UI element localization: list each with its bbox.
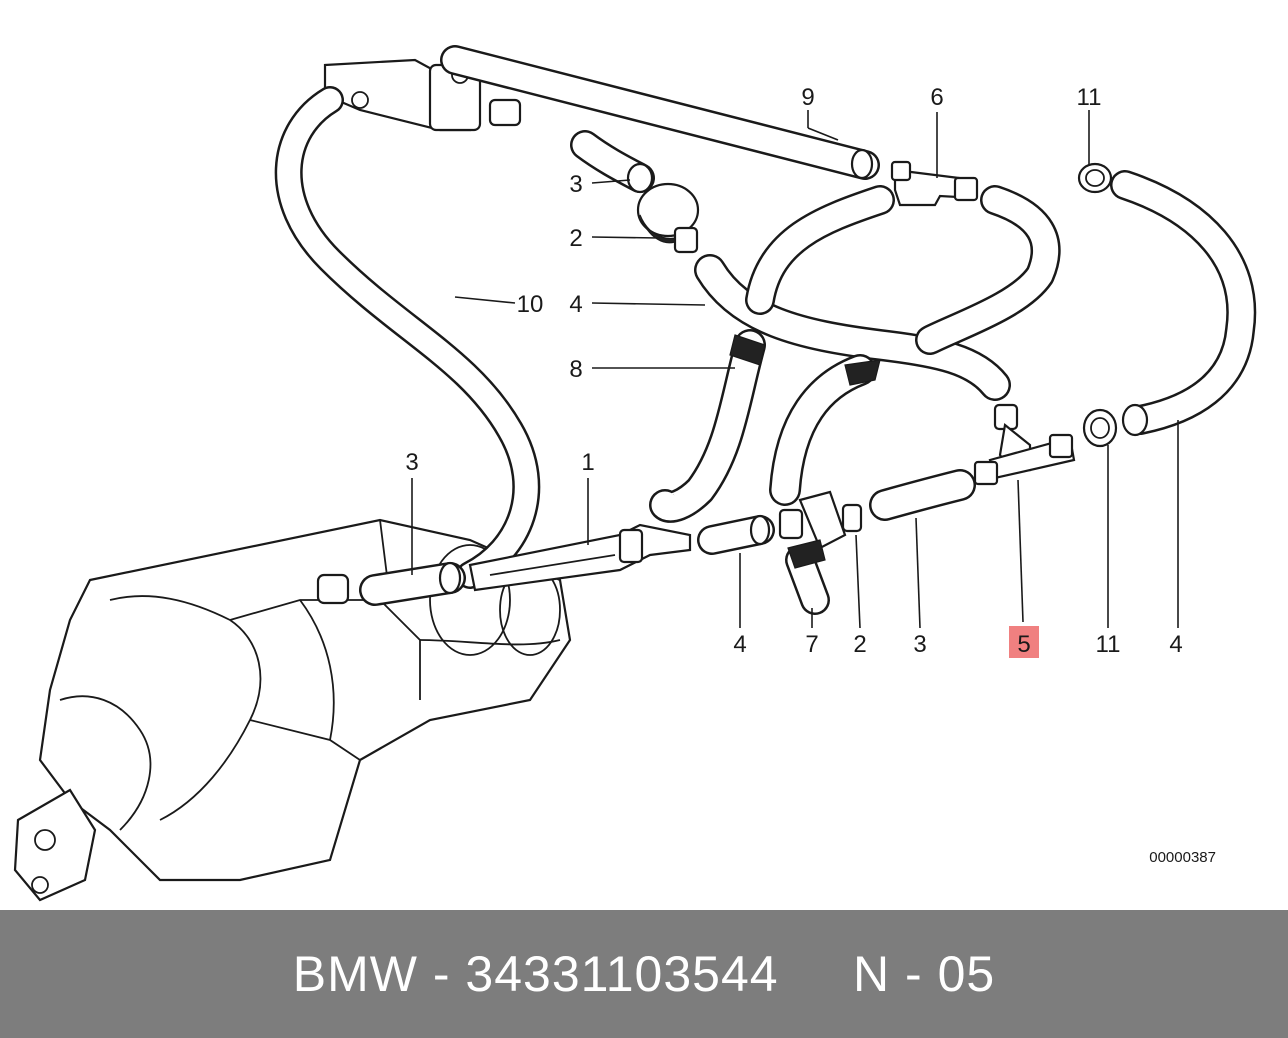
hose-7 [785, 539, 830, 615]
part-number-text: BMW - 34331103544 N - 05 [292, 946, 996, 1002]
callout-1: 1 [581, 449, 594, 476]
drawing-code: 00000387 [1149, 849, 1216, 866]
callout-11-top: 11 [1077, 84, 1102, 111]
callout-8: 8 [569, 356, 582, 383]
t-piece-5 [973, 403, 1076, 486]
hose-9 [440, 45, 880, 180]
hose-6-branch [745, 185, 1061, 355]
callout-labels: 9 6 11 3 2 10 4 8 3 1 4 7 2 3 5 11 4 [405, 84, 1182, 658]
check-valve-2-top [636, 182, 700, 254]
callout-10: 10 [517, 291, 544, 318]
hose-10 [274, 86, 541, 589]
part-number-banner: BMW - 34331103544 N - 05 [0, 910, 1288, 1038]
check-valve-2-lower [778, 490, 863, 550]
hose-4-right [1110, 170, 1257, 437]
callout-6: 6 [930, 84, 943, 111]
hose-8 [649, 329, 881, 523]
callout-3-bottom-right: 3 [913, 631, 926, 658]
callout-2-top: 2 [569, 225, 582, 252]
t-piece-6 [890, 160, 979, 207]
callout-4-right: 4 [1169, 631, 1182, 658]
callout-7: 7 [805, 631, 818, 658]
hose-clamp-11-top [1077, 162, 1113, 194]
callout-9: 9 [801, 84, 814, 111]
diagram-canvas: 9 6 11 3 2 10 4 8 3 1 4 7 2 3 5 11 4 000… [13, 45, 1257, 902]
hose-3-bottom [316, 561, 466, 606]
callout-2-bottom: 2 [853, 631, 866, 658]
callout-3-top: 3 [569, 171, 582, 198]
hose-clamp-11-bottom [1082, 408, 1118, 448]
hose-4-upper [694, 254, 1011, 401]
hose-4-short [697, 514, 775, 555]
valve-assembly-top [323, 58, 522, 132]
exhaust-manifold [13, 518, 572, 902]
callout-5-highlight [1009, 626, 1039, 658]
callout-11-bottom: 11 [1096, 631, 1121, 658]
pipe-1 [468, 523, 692, 592]
hose-3-lower [869, 469, 976, 521]
callout-5: 5 [1017, 631, 1030, 658]
callout-4-bottom: 4 [733, 631, 746, 658]
parts-diagram: 9 6 11 3 2 10 4 8 3 1 4 7 2 3 5 11 4 000… [13, 45, 1257, 902]
callout-3-bottom-left: 3 [405, 449, 418, 476]
hose-3-top [570, 130, 655, 194]
callout-4-upper: 4 [569, 291, 582, 318]
leader-lines [411, 110, 1179, 629]
